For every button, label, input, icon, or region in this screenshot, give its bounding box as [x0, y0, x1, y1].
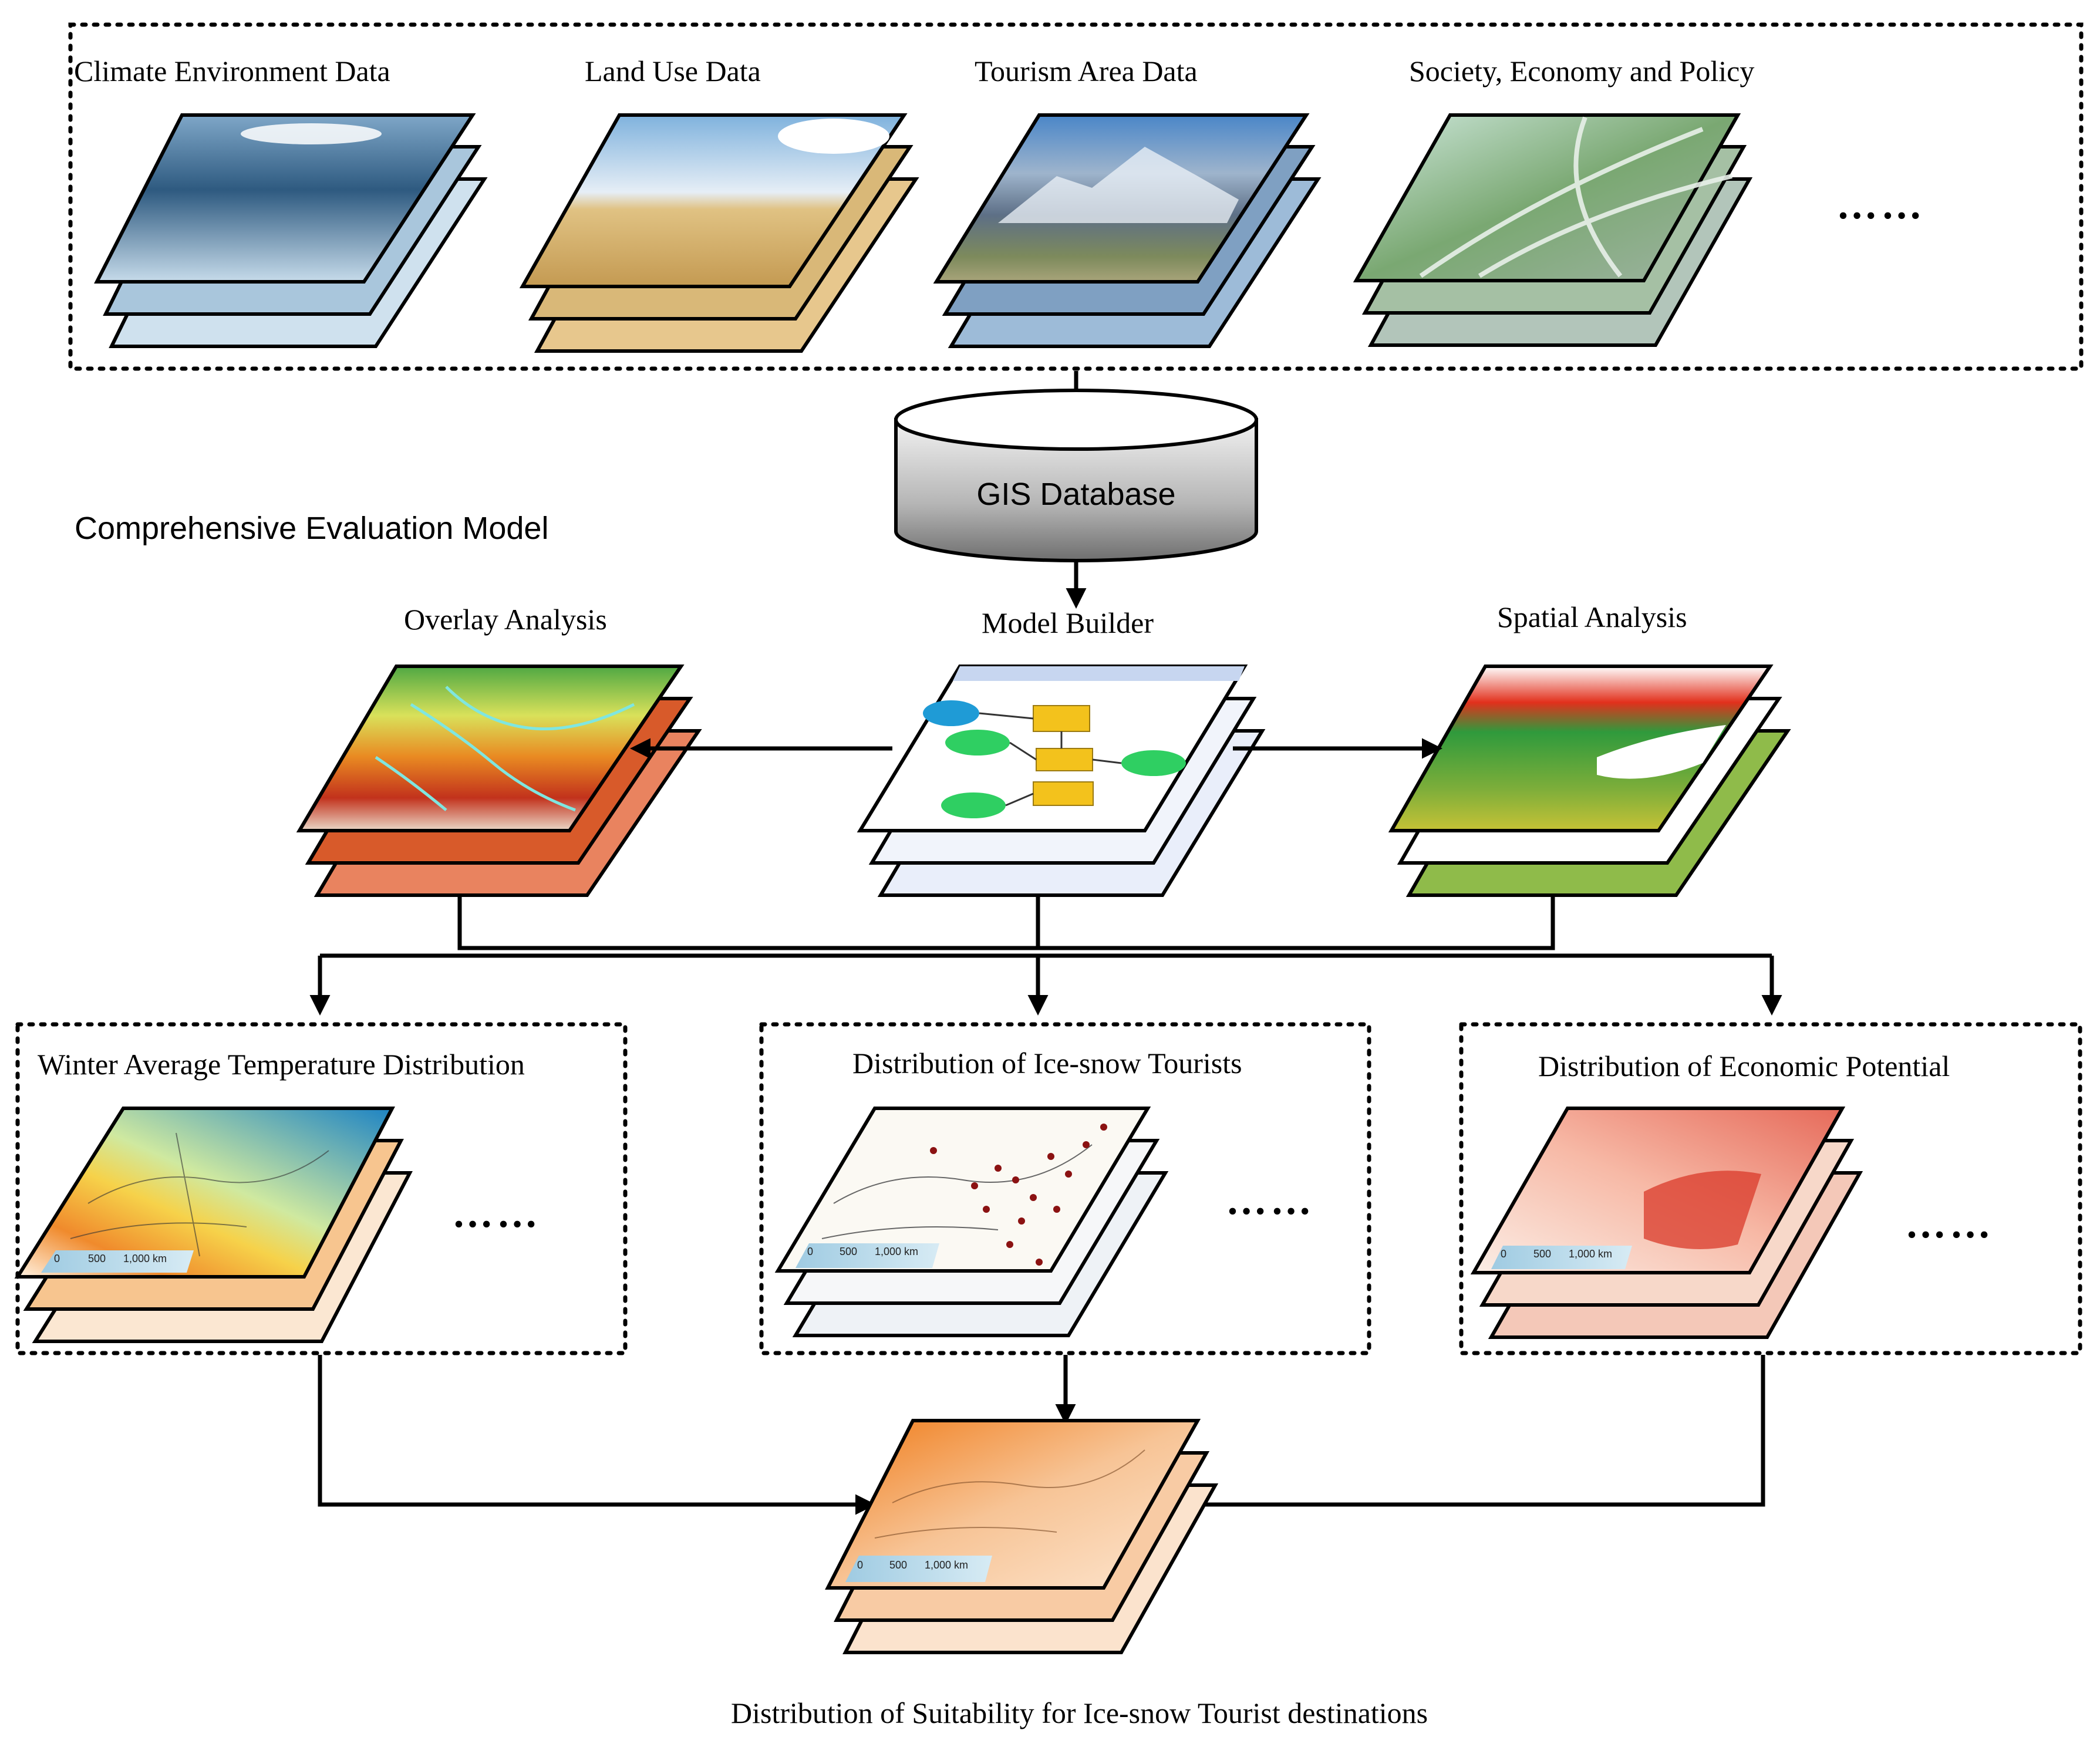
builder-toolbar	[953, 666, 1245, 681]
label-model-builder: Model Builder	[982, 606, 1154, 639]
tourist-point	[1012, 1176, 1019, 1183]
label-spatial-analysis: Spatial Analysis	[1497, 601, 1687, 633]
temp-scale-strip	[41, 1250, 194, 1273]
econ-scale-end: 1,000 km	[1569, 1248, 1612, 1260]
tourism-layer-stack	[933, 113, 1322, 348]
cloud	[778, 119, 889, 154]
tourist-point	[971, 1182, 978, 1189]
tourist-point	[1036, 1259, 1043, 1266]
model-builder-stack	[857, 665, 1266, 897]
label-tourism-area-data: Tourism Area Data	[975, 55, 1198, 87]
temp-scale-mid: 500	[88, 1253, 106, 1264]
tourists-scale-end: 1,000 km	[875, 1246, 918, 1257]
land-use-layer-stack	[519, 113, 919, 353]
temp-province-lines	[70, 1132, 329, 1257]
builder-node-output	[941, 792, 1006, 818]
label-tourists: Distribution of Ice-snow Tourists	[852, 1047, 1242, 1080]
society-layer-stack	[1353, 113, 1753, 347]
tourists-scale-zero: 0	[807, 1246, 813, 1257]
builder-node-input	[923, 700, 979, 726]
tourist-point	[1065, 1171, 1072, 1178]
tourists-map-stack: 0 500 1,000 km	[774, 1107, 1169, 1337]
db-cylinder-top	[894, 389, 1258, 451]
suit-map-1	[825, 1419, 1201, 1590]
land-use-layer-1	[519, 113, 908, 288]
temperature-map-stack: 0 500 1,000 km	[14, 1107, 413, 1343]
tourist-points	[930, 1124, 1107, 1266]
label-overlay-analysis: Overlay Analysis	[404, 603, 607, 636]
more-data-ellipsis: ……	[1836, 183, 1926, 228]
tourist-point	[1047, 1153, 1054, 1160]
tourist-point	[930, 1147, 937, 1154]
tourists-scale-mid: 500	[840, 1246, 857, 1257]
river-network	[375, 686, 635, 812]
econ-core-region	[1644, 1171, 1761, 1249]
temp-scale-zero: 0	[54, 1253, 60, 1264]
spatial-layer-1	[1388, 665, 1774, 832]
suit-province-lines	[874, 1449, 1145, 1539]
label-land-use-data: Land Use Data	[585, 55, 761, 87]
econ-scale-mid: 500	[1533, 1248, 1551, 1260]
gis-database: GIS Database	[894, 389, 1258, 562]
model-title: Comprehensive Evaluation Model	[75, 511, 548, 546]
economic-box	[1459, 1022, 2082, 1355]
tourist-point	[1100, 1124, 1107, 1131]
econ-scale-strip	[1491, 1246, 1632, 1269]
builder-node-right	[1121, 750, 1186, 776]
tourist-point	[1006, 1241, 1013, 1248]
builder-tool-feature	[1033, 781, 1094, 806]
overlay-layer-1	[296, 665, 685, 832]
tourist-point	[1053, 1206, 1060, 1213]
final-label: Distribution of Suitability for Ice-snow…	[731, 1696, 1428, 1729]
tourist-point	[995, 1165, 1002, 1172]
collector-line	[457, 895, 1555, 950]
db-label: GIS Database	[976, 477, 1175, 512]
suit-scale-strip	[845, 1556, 992, 1582]
mountain-ridge	[998, 147, 1239, 223]
arrow-economic-to-final	[1164, 1355, 1765, 1515]
label-temperature: Winter Average Temperature Distribution	[38, 1048, 525, 1081]
tourist-point	[1030, 1194, 1037, 1201]
tourist-point	[1018, 1217, 1025, 1225]
temperature-box	[15, 1022, 628, 1355]
sun-glare	[241, 123, 382, 144]
overlay-layer-stack	[296, 665, 702, 897]
tourists-ellipsis: ……	[1226, 1178, 1315, 1223]
tourists-box	[759, 1022, 1371, 1355]
temp-scale-end: 1,000 km	[123, 1253, 167, 1264]
tourist-point	[983, 1206, 990, 1213]
suit-scale-mid: 500	[889, 1559, 907, 1571]
db-cylinder-body	[894, 418, 1258, 562]
spatial-layer-stack	[1388, 665, 1791, 897]
tourists-province-lines	[821, 1144, 1093, 1239]
data-sources-box	[68, 22, 2084, 371]
builder-connectors	[979, 712, 1122, 807]
builder-tool-select	[1033, 705, 1090, 732]
arrow-temperature-to-final	[318, 1355, 876, 1515]
highway-lines	[1419, 116, 1732, 278]
spatial-clear-area	[1597, 725, 1726, 779]
climate-layer-1	[94, 113, 476, 284]
temp-map-1	[14, 1107, 395, 1279]
label-society-economy-policy: Society, Economy and Policy	[1409, 55, 1754, 87]
economic-ellipsis: ……	[1905, 1202, 1994, 1247]
economic-map-stack: 0 500 1,000 km	[1470, 1107, 1863, 1339]
suitability-map-stack: 0 500 1,000 km	[825, 1419, 1219, 1654]
tourist-point	[1083, 1141, 1090, 1148]
builder-tool-delete	[1036, 748, 1093, 771]
builder-node-mid	[945, 730, 1010, 755]
tourists-scale-strip	[795, 1243, 939, 1268]
climate-layer-stack	[94, 113, 488, 348]
label-economic: Distribution of Economic Potential	[1538, 1050, 1950, 1082]
econ-scale-zero: 0	[1501, 1248, 1506, 1260]
label-climate-data: Climate Environment Data	[74, 55, 390, 87]
suit-scale-end: 1,000 km	[925, 1559, 968, 1571]
temperature-ellipsis: ……	[452, 1191, 541, 1236]
suit-scale-zero: 0	[857, 1559, 863, 1571]
